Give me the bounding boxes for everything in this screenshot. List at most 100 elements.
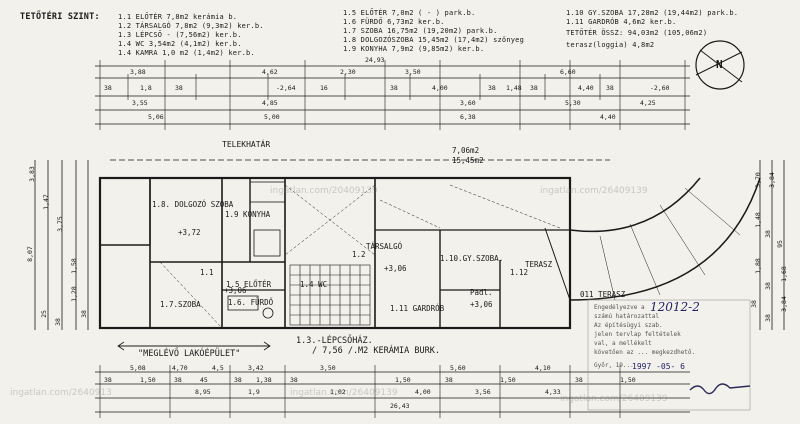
watermark: ingatlan.com/26409139 (560, 394, 668, 404)
dim-top: 4,40 (600, 113, 616, 121)
dim-top: 6,60 (560, 68, 576, 76)
dim-top: 6,38 (460, 113, 476, 121)
dim-right: 38 (749, 300, 758, 308)
dim-bottom: 4,10 (535, 364, 551, 372)
room-label-terrace-sm: TERASZ (525, 260, 553, 269)
dim-top: 38 (488, 84, 496, 92)
dim-top: 38 (104, 84, 112, 92)
room-label-12: 1.2 (352, 250, 366, 259)
dim-left: 1,58 (69, 258, 78, 274)
stamp-line: Győr, 19... (594, 362, 634, 369)
dim-right: 1,88 (753, 258, 762, 274)
stamp-line: követően az ... megkezdhető. (594, 349, 696, 356)
dim-top: 2,30 (340, 68, 356, 76)
dim-bottom: 1,38 (256, 376, 272, 384)
legend-item: 1.7 SZOBA 16,75m2 (19,20m2) park.b. (343, 27, 498, 35)
room-label-office: 1.8. DOLGOZÓ SZOBA (152, 200, 234, 209)
room-label-bedroom: 1.7.SZOBA (160, 300, 201, 309)
dim-bottom: 1,50 (395, 376, 411, 384)
legend-item: 1.8 DOLGOZÓSZOBA 15,45m2 (17,4m2) szőnye… (343, 36, 524, 44)
dim-right: 95 (775, 240, 784, 248)
dim-top: 3,50 (405, 68, 421, 76)
dim-bottom: 38 (174, 376, 182, 384)
room-label-wc: 1.4 WC (300, 280, 328, 289)
dim-top: 4,85 (262, 99, 278, 107)
dim-bottom: 1,02 (330, 388, 346, 396)
legend-item: 1.5 ELŐTÉR 7,0m2 ( - ) park.b. (343, 9, 476, 17)
dim-top: 3,88 (130, 68, 146, 76)
dim-top: -2,64 (276, 84, 296, 92)
room-label-hall: 1.5 ELŐTÉR (226, 280, 272, 289)
dim-bottom: 8,95 (195, 388, 211, 396)
legend-item: 1.9 KONYHA 7,9m2 (9,85m2) ker.b. (343, 45, 485, 53)
stamp-date: 1997 -05- 6 (632, 362, 685, 371)
dim-top: 38 (390, 84, 398, 92)
dim-top: 38 (530, 84, 538, 92)
legend-item: 1.10 GY.SZOBA 17,28m2 (19,44m2) park.b. (566, 9, 739, 17)
dim-top: 38 (606, 84, 614, 92)
watermark: ingatlan.com/26409139 (290, 388, 398, 398)
dim-left: 8,07 (25, 246, 34, 262)
dim-left: 38 (53, 318, 62, 326)
dim-bottom: 1,50 (500, 376, 516, 384)
dim-bottom: 38 (575, 376, 583, 384)
legend-item: 1.2 TÁRSALGÓ 7,8m2 (9,3m2) ker.b. (118, 22, 264, 30)
dim-right: 38 (763, 314, 772, 322)
dim-left: 3,83 (27, 166, 36, 182)
dim-right: 3,84 (767, 172, 776, 188)
handwritten-number: 12012-2 (650, 300, 700, 314)
room-label-bathroom: 1.6. FÜRDŐ (228, 298, 274, 307)
dim-top: 4,00 (432, 84, 448, 92)
legend-item: 1.4 WC 3,54m2 (4,1m2) ker.b. (118, 40, 242, 48)
dim-top: 3,55 (132, 99, 148, 107)
level-mark: +3,72 (178, 228, 201, 237)
dim-bottom: 1,50 (620, 376, 636, 384)
dim-bottom: 38 (104, 376, 112, 384)
dim-top: 38 (175, 84, 183, 92)
legend-item: 1.6 FÜRDŐ 6,73m2 ker.b. (343, 18, 445, 26)
watermark: ingatlan.com/2640913 (10, 388, 112, 398)
dim-bottom: 45 (200, 376, 208, 384)
dim-bottom: 38 (445, 376, 453, 384)
dim-bottom: 4,70 (172, 364, 188, 372)
dim-bottom: 3,56 (475, 388, 491, 396)
dim-bottom: 4,00 (415, 388, 431, 396)
dim-right: 1,68 (779, 266, 788, 282)
room-label-floor: Padl. (470, 288, 493, 297)
room-label-wardrobe: 1.11 GARDRÓB (390, 304, 445, 313)
legend-item: TETŐTÉR ÖSSZ: 94,03m2 (105,06m2) (566, 29, 708, 37)
dim-top: -2,60 (650, 84, 670, 92)
dim-top: 4,40 (578, 84, 594, 92)
dim-right: 38 (763, 282, 772, 290)
dim-overall-bottom: 26,43 (390, 402, 410, 410)
dim-top: 4,62 (262, 68, 278, 76)
legend-item: 1.1 ELŐTÉR 7,8m2 kerámia b. (118, 13, 238, 21)
dim-bottom: 5,08 (130, 364, 146, 372)
dim-left: 38 (79, 310, 88, 318)
dim-left: 3,75 (55, 216, 64, 232)
boundary-label: TELEKHATÁR (222, 140, 271, 149)
dim-right: 38 (763, 230, 772, 238)
legend-title: TETŐTÉRI SZINT: (20, 12, 100, 22)
dim-bottom: 4,33 (545, 388, 561, 396)
stamp-line: val, a mellékelt (594, 340, 652, 347)
dim-left: 1,28 (69, 286, 78, 302)
dim-top: 3,60 (460, 99, 476, 107)
north-arrow-icon: N (716, 58, 723, 71)
dim-top: 5,30 (565, 99, 581, 107)
room-label-kids-room: 1.10.GY.SZOBA. (440, 254, 504, 263)
dim-right: 1,48 (753, 212, 762, 228)
stamp-line: Engedélyezve a (594, 304, 645, 311)
dim-top: 5,00 (264, 113, 280, 121)
existing-building-label: "MEGLÉVŐ LAKÓÉPÜLET" (138, 349, 241, 359)
dim-bottom: 1,50 (140, 376, 156, 384)
dim-bottom: 3,42 (248, 364, 264, 372)
stamp-line: számú határozattal (594, 313, 660, 320)
dim-bottom: 38 (234, 376, 242, 384)
terrace-label: 011 TERASZ (580, 290, 626, 299)
stair-title: 1.3.-LÉPCSŐHÁZ. (296, 336, 373, 346)
room-label-11: 1.1 (200, 268, 214, 277)
stair-subtitle: / 7,56 /.M2 KERÁMIA BURK. (312, 346, 440, 356)
dim-top: 4,25 (640, 99, 656, 107)
